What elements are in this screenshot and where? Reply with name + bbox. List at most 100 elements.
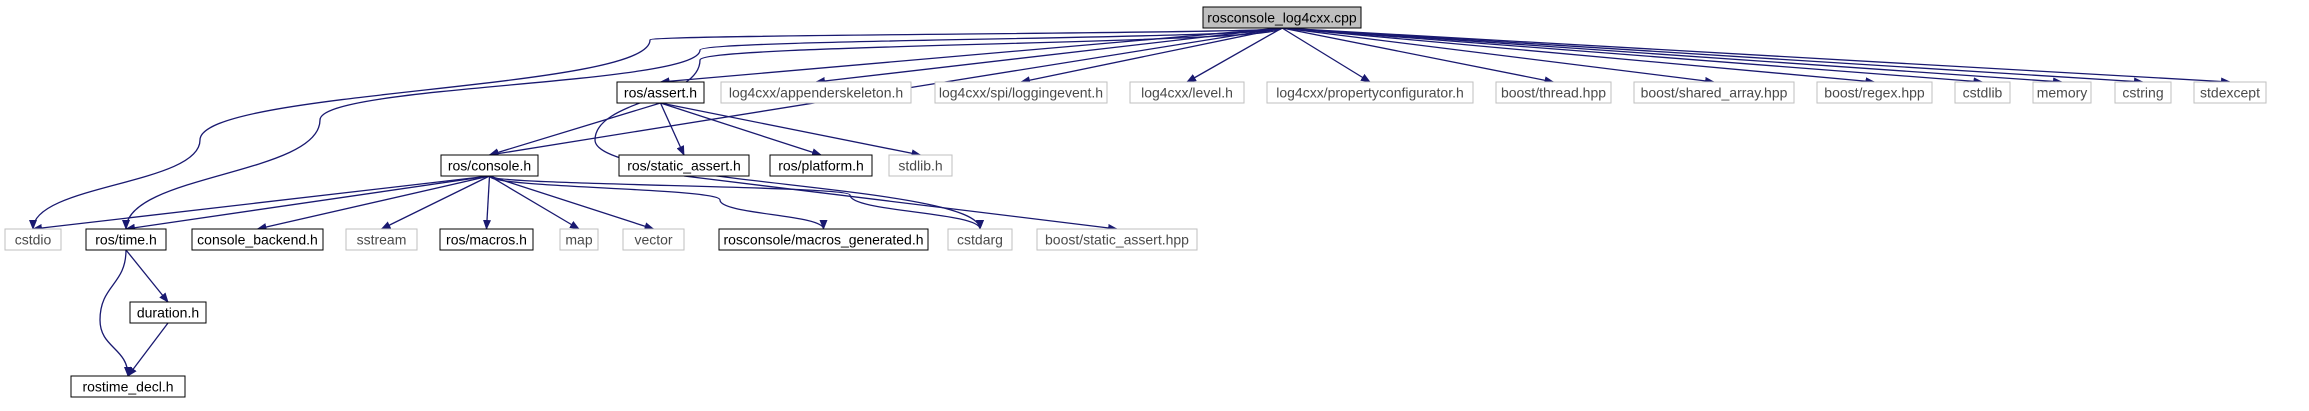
node-label: map bbox=[565, 232, 592, 248]
edge-ros_console-to-macros bbox=[483, 175, 492, 230]
node-level: log4cxx/level.h bbox=[1129, 81, 1245, 104]
node-label: cstdio bbox=[15, 232, 52, 248]
edge-ros_console-to-cstdarg bbox=[488, 175, 984, 230]
node-label: ros/time.h bbox=[95, 232, 156, 248]
node-label: rosconsole_log4cxx.cpp bbox=[1207, 10, 1357, 26]
edge-ros_console-to-map bbox=[489, 175, 580, 230]
node-box bbox=[718, 228, 929, 251]
edge-ros_assert-to-platform bbox=[660, 102, 822, 157]
node-root[interactable]: rosconsole_log4cxx.cpp bbox=[1202, 6, 1362, 29]
edge-ros_console-to-cstdio bbox=[32, 175, 490, 232]
node-box bbox=[769, 154, 873, 177]
edge-root-to-regex bbox=[1281, 27, 1876, 86]
edge-root-to-level bbox=[1186, 27, 1283, 83]
node-label: cstdarg bbox=[957, 232, 1003, 248]
node-cstdlib: cstdlib bbox=[1954, 81, 2011, 104]
node-boost-static-assert: boost/static_assert.hpp bbox=[1036, 228, 1198, 251]
node-label: rostime_decl.h bbox=[82, 379, 173, 395]
edge-ros_assert-to-static_assert bbox=[659, 102, 685, 156]
edge-root-to-memory bbox=[1281, 27, 2063, 86]
node-box bbox=[934, 81, 1108, 104]
edge-ros_time-to-rostime_decl bbox=[99, 249, 132, 377]
node-box bbox=[1129, 81, 1245, 104]
node-label: ros/platform.h bbox=[778, 158, 864, 174]
node-box bbox=[622, 228, 685, 251]
node-label: cstring bbox=[2122, 85, 2163, 101]
edge-ros_console-to-vector bbox=[489, 175, 655, 231]
node-label: boost/shared_array.hpp bbox=[1641, 85, 1788, 101]
node-label: ros/console.h bbox=[448, 158, 531, 174]
node-memory: memory bbox=[2032, 81, 2092, 104]
node-stdlib: stdlib.h bbox=[888, 154, 953, 177]
edge-root-to-shared_array bbox=[1281, 27, 1715, 85]
node-ros-time[interactable]: ros/time.h bbox=[85, 228, 167, 251]
edge-root-to-cstring bbox=[1281, 27, 2144, 86]
node-label: rosconsole/macros_generated.h bbox=[723, 232, 923, 248]
node-duration[interactable]: duration.h bbox=[129, 301, 207, 324]
node-label: ros/static_assert.h bbox=[627, 158, 741, 174]
node-label: log4cxx/level.h bbox=[1141, 85, 1233, 101]
node-ros-console[interactable]: ros/console.h bbox=[440, 154, 539, 177]
edge-ros_time-to-duration bbox=[125, 249, 169, 303]
node-label: stdlib.h bbox=[898, 158, 942, 174]
node-box bbox=[345, 228, 418, 251]
node-box bbox=[2193, 81, 2267, 104]
edge-root-to-thread bbox=[1281, 27, 1555, 85]
edge-duration-to-rostime_decl bbox=[127, 322, 169, 377]
node-propconf: log4cxx/propertyconfigurator.h bbox=[1266, 81, 1474, 104]
node-box bbox=[1954, 81, 2011, 104]
node-label: ros/macros.h bbox=[446, 232, 527, 248]
node-label: stdexcept bbox=[2200, 85, 2260, 101]
node-box bbox=[85, 228, 167, 251]
node-macros-generated[interactable]: rosconsole/macros_generated.h bbox=[718, 228, 929, 251]
node-box bbox=[720, 81, 912, 104]
node-box bbox=[4, 228, 62, 251]
node-cstring: cstring bbox=[2114, 81, 2172, 104]
node-label: ros/assert.h bbox=[624, 85, 697, 101]
edge-ros_assert-to-ros_console bbox=[488, 102, 661, 157]
node-box bbox=[618, 154, 750, 177]
node-label: boost/regex.hpp bbox=[1824, 85, 1925, 101]
edge-ros_console-to-macros_generated bbox=[488, 175, 828, 230]
node-label: boost/thread.hpp bbox=[1501, 85, 1606, 101]
node-box bbox=[1495, 81, 1612, 104]
node-box bbox=[191, 228, 324, 251]
edge-ros_assert-to-stdlib bbox=[660, 102, 922, 158]
node-appenderskeleton: log4cxx/appenderskeleton.h bbox=[720, 81, 912, 104]
node-vector: vector bbox=[622, 228, 685, 251]
node-box bbox=[1816, 81, 1933, 104]
node-rostime-decl[interactable]: rostime_decl.h bbox=[70, 375, 186, 398]
node-box bbox=[129, 301, 207, 324]
node-stdexcept: stdexcept bbox=[2193, 81, 2267, 104]
node-label: vector bbox=[634, 232, 672, 248]
edge-root-to-loggingevent bbox=[1020, 27, 1283, 85]
edge-root-to-propconf bbox=[1281, 27, 1371, 83]
node-cstdarg: cstdarg bbox=[947, 228, 1013, 251]
node-console-backend[interactable]: console_backend.h bbox=[191, 228, 324, 251]
node-cstdio: cstdio bbox=[4, 228, 62, 251]
node-label: memory bbox=[2037, 85, 2088, 101]
node-box bbox=[439, 228, 534, 251]
node-box bbox=[440, 154, 539, 177]
node-label: cstdlib bbox=[1963, 85, 2003, 101]
node-box bbox=[70, 375, 186, 398]
node-ros-assert[interactable]: ros/assert.h bbox=[616, 81, 705, 104]
node-map: map bbox=[559, 228, 599, 251]
node-label: duration.h bbox=[137, 305, 199, 321]
node-platform[interactable]: ros/platform.h bbox=[769, 154, 873, 177]
node-sstream: sstream bbox=[345, 228, 418, 251]
edge-ros_console-to-console_backend bbox=[256, 175, 490, 231]
node-thread: boost/thread.hpp bbox=[1495, 81, 1612, 104]
edge-ros_console-to-ros_time bbox=[125, 175, 490, 232]
node-static-assert[interactable]: ros/static_assert.h bbox=[618, 154, 750, 177]
node-box bbox=[1036, 228, 1198, 251]
node-box bbox=[2114, 81, 2172, 104]
edge-root-to-cstdio bbox=[29, 27, 1283, 230]
node-label: log4cxx/propertyconfigurator.h bbox=[1276, 85, 1464, 101]
node-macros[interactable]: ros/macros.h bbox=[439, 228, 534, 251]
node-box bbox=[947, 228, 1013, 251]
edge-layer bbox=[29, 27, 2231, 377]
edge-root-to-cstdlib bbox=[1281, 27, 1984, 86]
edge-root-to-ros_time bbox=[122, 27, 1283, 230]
